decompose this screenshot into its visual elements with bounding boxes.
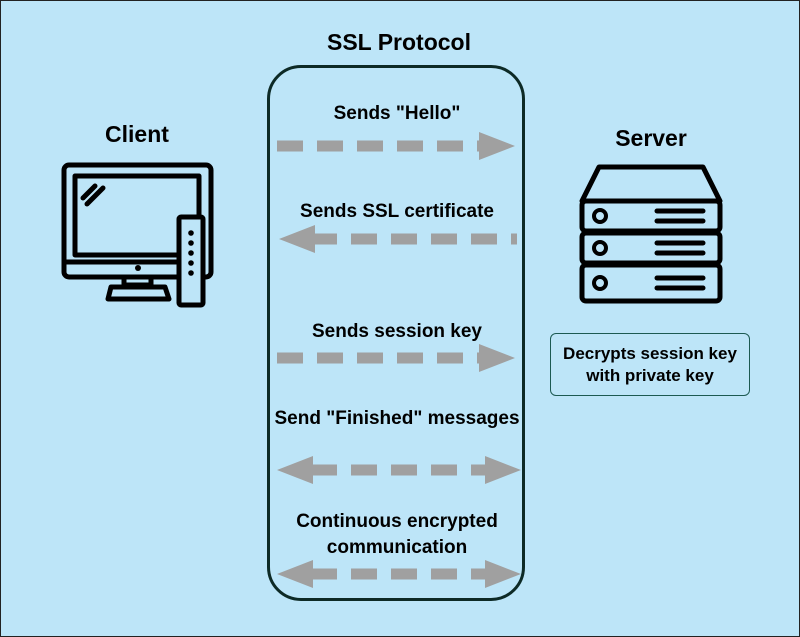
- arrow-left-icon: [279, 225, 517, 253]
- arrow-right-icon: [277, 132, 515, 160]
- step-session-key-label: Sends session key: [311, 321, 483, 342]
- step-encrypted-label: Continuous encrypted communication: [296, 511, 498, 558]
- server-label: Server: [615, 125, 687, 151]
- arrow-bidirectional-icon: [277, 456, 521, 484]
- server-decrypt-note: Decrypts session key with private key: [550, 333, 750, 396]
- desktop-computer-icon: [61, 162, 214, 308]
- client-label: Client: [105, 121, 169, 147]
- arrow-bidirectional-icon: [277, 560, 521, 588]
- step-finished-label: Send "Finished" messages: [274, 408, 520, 429]
- protocol-container: [267, 65, 525, 601]
- arrow-right-icon: [277, 344, 515, 372]
- diagram-title: SSL Protocol: [327, 29, 471, 55]
- server-rack-icon: [579, 164, 723, 304]
- step-hello-label: Sends "Hello": [333, 103, 461, 124]
- step-certificate-label: Sends SSL certificate: [300, 201, 494, 222]
